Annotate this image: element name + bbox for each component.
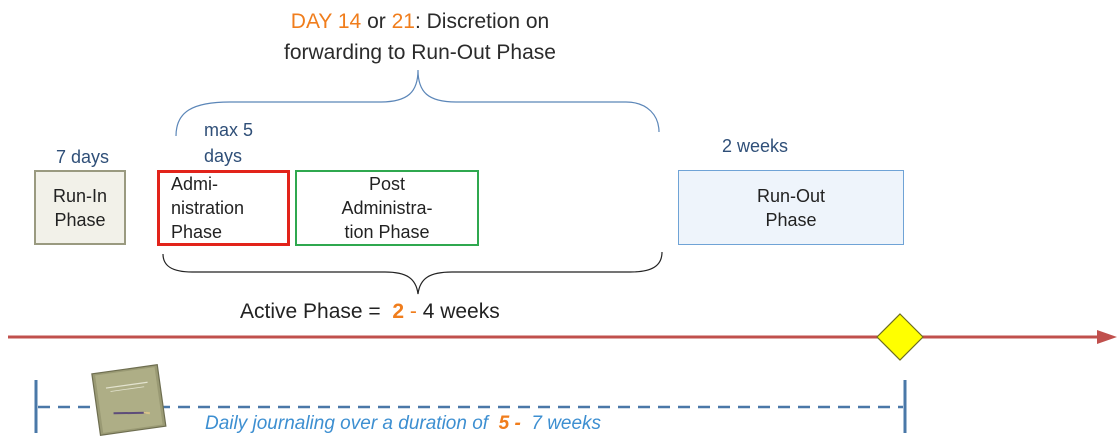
run-in-phase-label-line2: Phase — [54, 209, 106, 230]
administration-phase-box: Admi- nistration Phase — [157, 170, 290, 246]
active-phase-prefix: Active Phase = — [240, 300, 393, 323]
notebook-icon — [91, 364, 167, 436]
run-out-duration: 2 weeks — [722, 136, 789, 156]
day-label: DAY — [290, 10, 333, 33]
active-phase-dash: - — [404, 300, 423, 323]
administration-phase-label-line3: Phase — [171, 222, 223, 242]
journaling-label: Daily journaling over a duration of 5 - … — [205, 413, 601, 435]
active-phase-label: Active Phase = 2 - 4 weeks — [240, 300, 500, 324]
run-out-phase-box: Run-Out Phase — [678, 170, 904, 245]
administration-duration-line2: days — [204, 146, 243, 166]
bottom-brace — [162, 251, 663, 295]
or-label: or — [367, 10, 386, 33]
journaling-min: 5 — [498, 413, 510, 434]
active-phase-rest: 4 weeks — [422, 300, 500, 323]
discretion-text: : Discretion on — [414, 10, 550, 33]
day-value-21: 21 — [391, 10, 415, 33]
day-value-14: 14 — [337, 10, 362, 33]
post-administration-phase-label-line1: Post — [368, 174, 406, 194]
run-out-phase-label-line2: Phase — [765, 209, 817, 230]
administration-phase-label-line1: Admi- — [171, 174, 219, 194]
journaling-prefix: Daily journaling over a duration of — [205, 413, 499, 434]
run-in-phase-box: Run-In Phase — [34, 170, 126, 245]
journaling-rest: 7 weeks — [526, 413, 602, 434]
milestone-diamond-icon — [876, 313, 924, 361]
run-in-phase-label-line1: Run-In — [52, 185, 108, 206]
forwarding-text: forwarding to Run-Out Phase — [284, 41, 556, 64]
journaling-dash: - — [509, 413, 527, 434]
administration-duration-line1: max 5 — [204, 120, 254, 140]
administration-phase-label-line2: nistration — [171, 198, 245, 218]
post-administration-phase-label-line3: tion Phase — [344, 222, 430, 242]
top-brace — [175, 69, 660, 137]
forwarding-note: DAY 14 or 21: Discretion on forwarding t… — [200, 6, 640, 68]
run-in-duration: 7 days — [56, 147, 110, 167]
active-phase-min: 2 — [392, 300, 405, 323]
timeline-arrowhead — [1097, 330, 1117, 344]
run-out-phase-label-line1: Run-Out — [756, 185, 826, 206]
post-administration-phase-label-line2: Administra- — [341, 198, 433, 218]
post-administration-phase-box: Post Administra- tion Phase — [295, 170, 479, 246]
